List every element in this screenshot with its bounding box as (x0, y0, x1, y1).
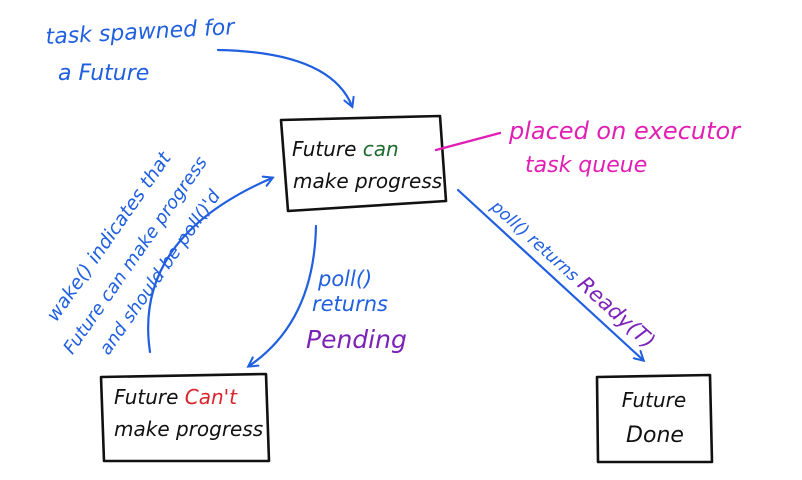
arrow-can-to-done (456, 188, 643, 360)
node-can-line2: make progress (293, 169, 442, 193)
label-pending-line2: returns (312, 292, 388, 316)
label-poll-pending: poll() returns Pending (306, 267, 407, 354)
node-can-word-can: can (363, 137, 399, 161)
label-spawn-line1: task spawned for (45, 15, 237, 50)
label-wake: wake() indicates that Future can make pr… (42, 147, 225, 359)
node-cant-make-progress: Future Can't make progress (99, 372, 271, 463)
label-pending-line1: poll() (317, 267, 372, 291)
node-can-make-progress-box (279, 114, 448, 213)
label-poll-ready: poll() returns Ready(T) (486, 193, 660, 353)
node-cant-word-cant: Can't (185, 385, 238, 409)
node-future-done-box (595, 373, 714, 464)
arrow-can-to-cant (249, 224, 318, 366)
label-ready-part2: Ready(T) (573, 272, 660, 354)
node-future-done: Future Done (595, 373, 714, 464)
node-can-line1: Future can (292, 137, 399, 161)
node-cant-make-progress-box (99, 372, 271, 463)
label-queue-line1: placed on executor (508, 117, 742, 145)
node-done-line1: Future (622, 388, 686, 412)
node-done-line2: Done (626, 423, 684, 448)
node-cant-word-future: Future (114, 385, 185, 409)
label-task-spawned: task spawned for a Future (45, 15, 237, 86)
label-spawn-line2: a Future (58, 61, 149, 86)
label-queue-line2: task queue (525, 153, 647, 178)
label-pending-line3: Pending (306, 325, 407, 354)
label-executor-queue: placed on executor task queue (508, 117, 742, 178)
node-cant-line1: Future Can't (114, 385, 238, 409)
arrow-spawn-to-can (216, 48, 352, 106)
node-can-word-future: Future (292, 137, 363, 161)
queue-connector-line (434, 131, 502, 152)
label-ready-text: poll() returns Ready(T) (486, 193, 660, 353)
label-ready-part1: poll() returns (486, 196, 587, 289)
node-cant-line2: make progress (114, 417, 263, 441)
arrow-wake-to-can (147, 178, 272, 354)
node-can-make-progress: Future can make progress (279, 114, 448, 213)
